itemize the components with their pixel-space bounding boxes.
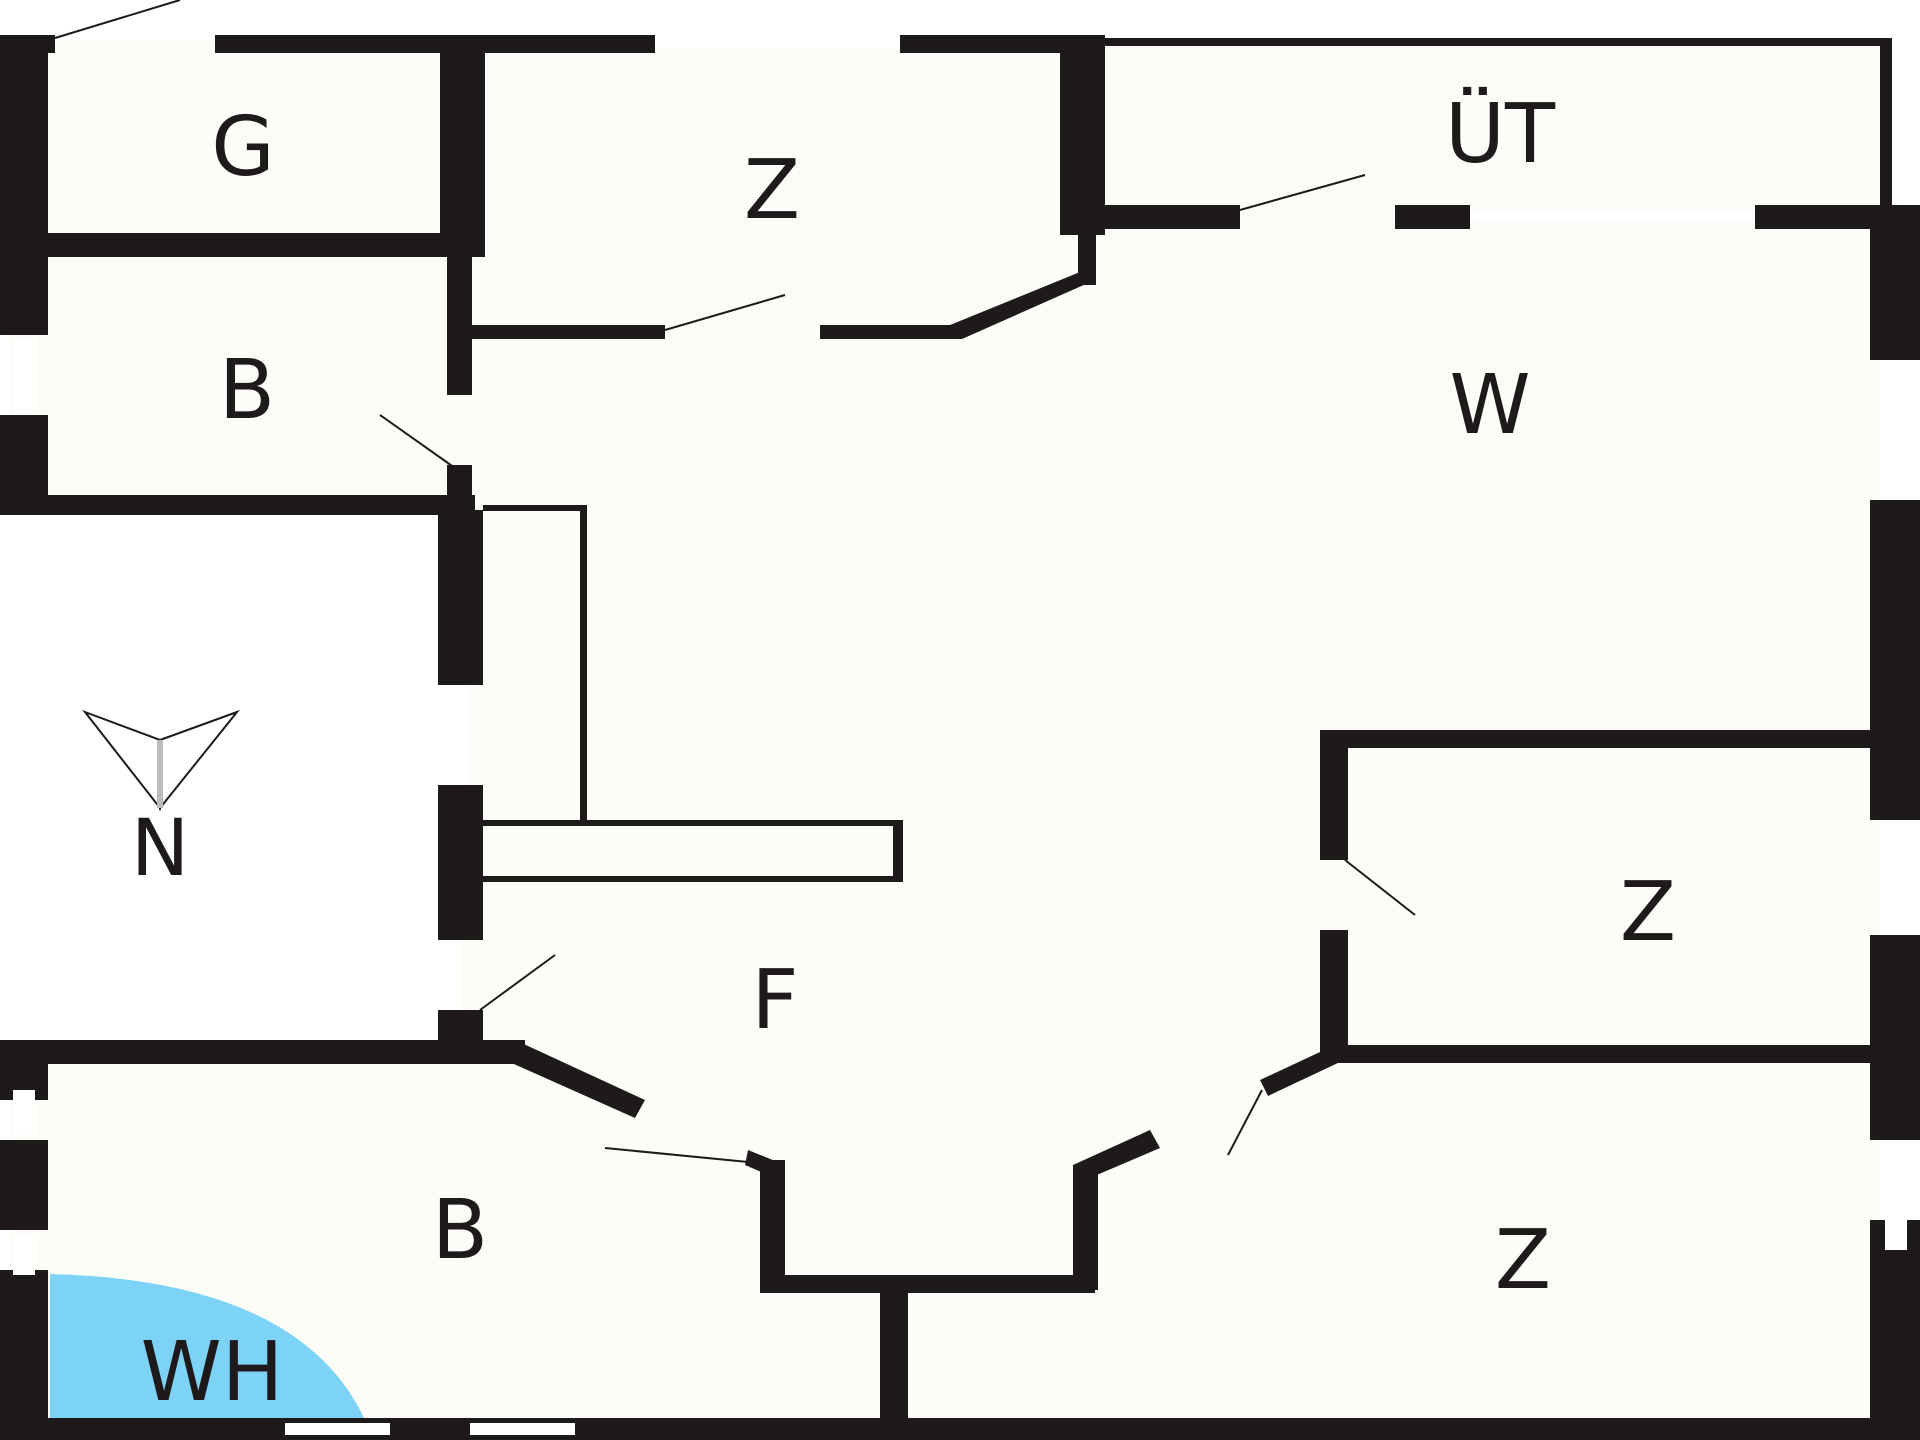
- room-label-z-right: Z: [1620, 865, 1676, 960]
- room-label-f: F: [751, 953, 798, 1048]
- door-n-hall: [479, 954, 556, 1011]
- wall-b-right-a: [447, 230, 472, 395]
- wall-ut-bottom-b: [1395, 205, 1470, 229]
- walls: [0, 35, 1920, 1440]
- room-label-z-top: Z: [744, 143, 800, 238]
- door-g-entry: [54, 0, 181, 39]
- wall-hall-angle-right: [1073, 1130, 1160, 1180]
- door-z-right: [1344, 859, 1416, 916]
- wall-east-b: [1870, 500, 1920, 820]
- wall-g-right: [440, 35, 485, 257]
- wall-g-bottom: [0, 233, 468, 257]
- wall-hall-west-a: [438, 510, 483, 685]
- wall-zr-top: [1320, 730, 1880, 748]
- room-label-b-lower: B: [432, 1183, 488, 1278]
- wall-ut-top: [1100, 38, 1890, 46]
- wall-west-bottom-b: [0, 1140, 48, 1230]
- wall-ut-right: [1880, 38, 1892, 218]
- wall-kitchen-vertical: [580, 505, 587, 825]
- floor-area: [0, 40, 1890, 1420]
- north-arrow-icon: [82, 709, 241, 811]
- room-label-b-upper: B: [219, 343, 275, 438]
- wall-east-c: [1870, 935, 1920, 1140]
- room-label-w: W: [1449, 358, 1530, 453]
- windows: [13, 38, 1907, 1435]
- wall-east-d: [1870, 1220, 1920, 1440]
- wall-z-corner: [1078, 225, 1096, 285]
- window-east-a: [1885, 365, 1907, 500]
- wall-zr-left-b: [1320, 930, 1348, 1055]
- wall-hall-angle-right-b: [1260, 1045, 1340, 1096]
- door-b-upper: [379, 414, 456, 469]
- wall-fz-right: [1060, 35, 1105, 235]
- room-label-wh: WH: [141, 1325, 284, 1420]
- wall-counter-end: [893, 820, 903, 882]
- room-label-z-lower: Z: [1495, 1213, 1551, 1308]
- wall-alcove-right: [1073, 1165, 1098, 1290]
- wall-bath-divider: [880, 1285, 908, 1440]
- window-hall-west: [452, 685, 470, 785]
- wall-z-bottom-a: [470, 325, 665, 339]
- door-b-lower: [604, 1147, 749, 1163]
- wall-n-bottom: [0, 1040, 525, 1064]
- wall-ut-bottom-a: [1100, 205, 1240, 229]
- wall-z-angle: [950, 270, 1095, 339]
- door-ut: [1239, 174, 1366, 211]
- window-top-z: [655, 38, 900, 48]
- wall-west-top: [0, 35, 48, 335]
- wall-kitchen-top: [483, 505, 587, 511]
- room-label-g: G: [211, 100, 275, 195]
- room-label-ut: ÜT: [1445, 86, 1556, 182]
- hot-tub: [50, 1274, 365, 1420]
- wall-top-left-b: [215, 35, 655, 53]
- wall-hall-angle-left: [505, 1040, 645, 1118]
- door-z-lower: [1227, 1089, 1263, 1156]
- window-west-b: [13, 338, 35, 413]
- wall-top-left-a: [0, 35, 55, 53]
- floor-main: [460, 210, 1880, 1420]
- wall-alcove-bottom: [760, 1275, 1095, 1293]
- compass-label: N: [131, 804, 189, 894]
- floor-outside-n: [0, 510, 445, 1050]
- window-south-b: [470, 1423, 575, 1435]
- wall-top-mid: [900, 35, 1100, 53]
- doors: [54, 0, 1416, 1163]
- window-west-bath-a: [13, 1090, 35, 1135]
- wall-counter-bottom: [483, 876, 903, 882]
- door-z-top: [664, 294, 786, 331]
- wall-b-bottom: [0, 495, 475, 515]
- wall-alcove-left: [760, 1160, 785, 1290]
- window-ut-bottom: [1470, 211, 1755, 221]
- floor-left-upper: [10, 230, 470, 510]
- window-west-bath-b: [13, 1235, 35, 1275]
- wall-west-bottom-c: [0, 1270, 48, 1440]
- window-south-a: [285, 1423, 390, 1435]
- window-east-c: [1885, 1145, 1907, 1250]
- wall-zr-bottom: [1330, 1045, 1890, 1063]
- room-labels: G Z ÜT B W Z F B Z WH N: [131, 86, 1676, 1420]
- wall-hall-west-b: [438, 785, 483, 940]
- wall-counter: [483, 820, 903, 826]
- wall-z-bottom-b: [820, 325, 962, 339]
- window-east-b: [1885, 825, 1907, 935]
- wall-zr-left-a: [1320, 730, 1348, 860]
- floor-top: [10, 40, 1890, 230]
- wall-east-a: [1870, 210, 1920, 360]
